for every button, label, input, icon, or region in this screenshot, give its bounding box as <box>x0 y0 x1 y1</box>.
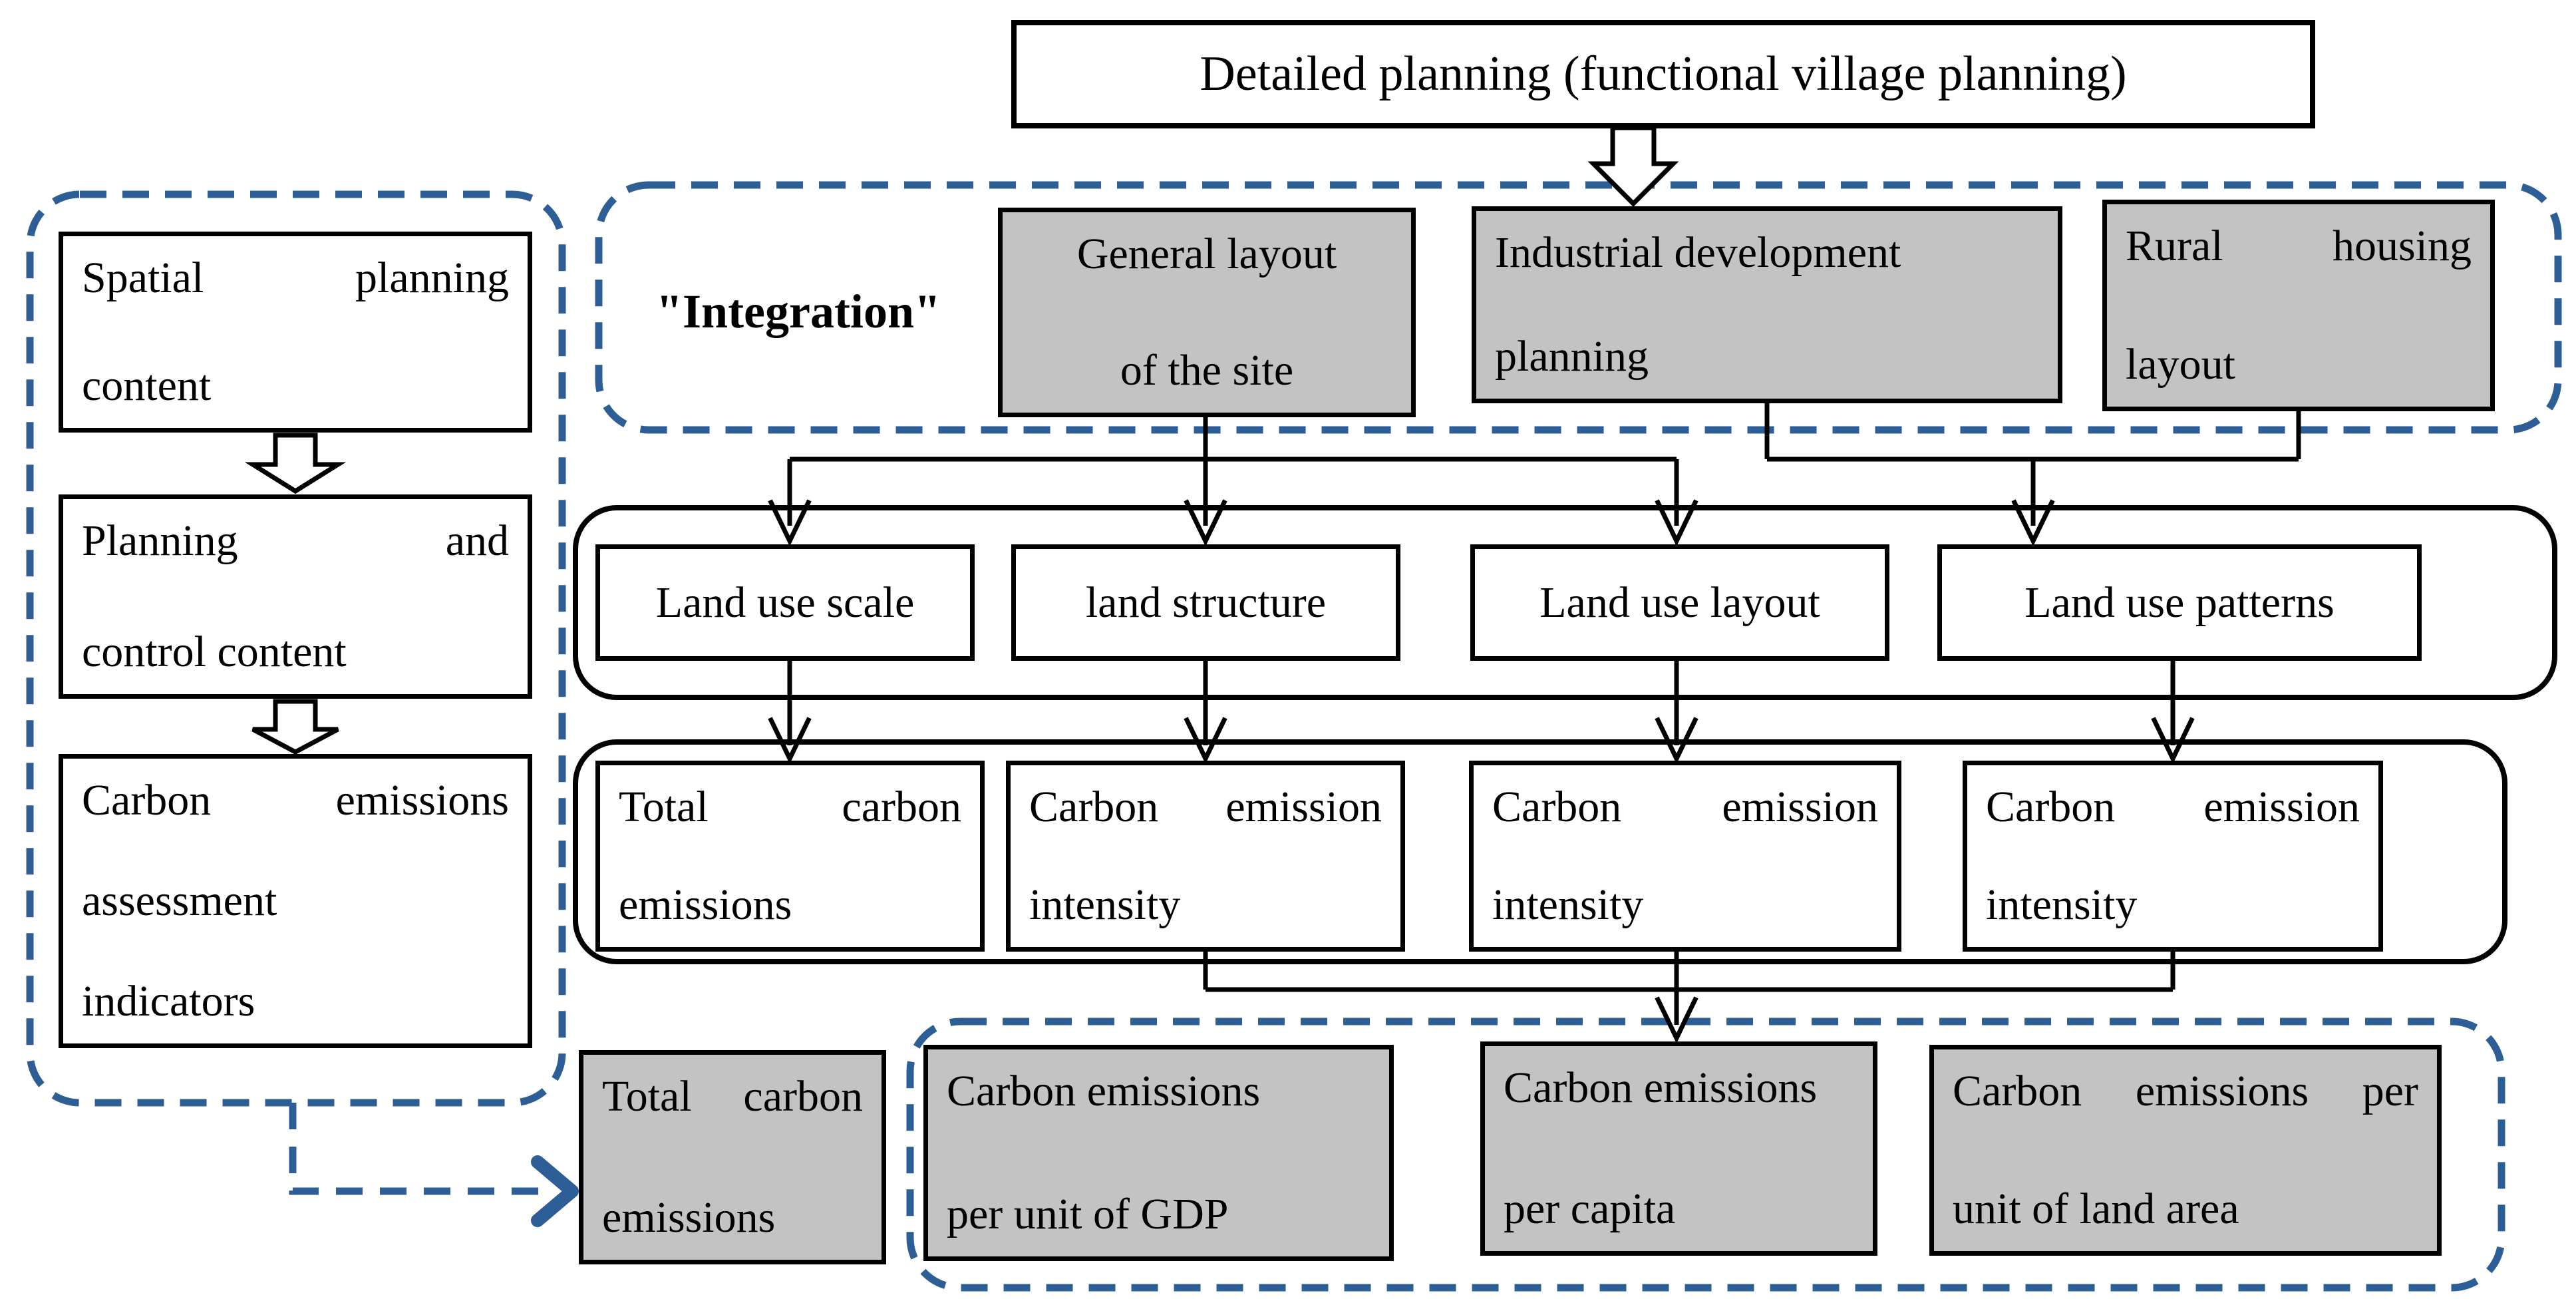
box-line: Carbon emission <box>1492 783 1878 831</box>
box-line: Rural housing <box>2126 222 2472 270</box>
arrowhead-intensity2 <box>1655 717 1698 765</box>
arrowhead-per-capita <box>1655 996 1698 1044</box>
box-line: intensity <box>1492 880 1644 930</box>
arrowhead-land-structure <box>1184 499 1227 547</box>
box-line: Land use patterns <box>2024 578 2334 627</box>
industrial-development-box: Industrial development planning <box>1472 206 2062 403</box>
box-line: Industrial development <box>1495 228 1901 277</box>
land-use-patterns-box: Land use patterns <box>1937 544 2422 661</box>
left-group-border <box>26 190 566 1107</box>
land-use-group-border <box>573 505 2557 700</box>
rural-housing-box: Rural housing layout <box>2102 200 2495 411</box>
total-carbon-emissions-gray-box: Total carbon emissions <box>579 1050 886 1264</box>
integration-label-text: "Integration" <box>656 284 941 338</box>
total-carbon-emissions-box: Total carbon emissions <box>595 761 985 952</box>
box-line: layout <box>2126 340 2235 389</box>
general-layout-box: General layout of the site <box>998 208 1416 417</box>
box-line: Land use scale <box>655 578 915 627</box>
carbon-emission-intensity-box-1: Carbon emission intensity <box>1006 761 1405 952</box>
box-line: land structure <box>1085 578 1327 627</box>
box-line: Carbon emission <box>1986 783 2360 831</box>
box-line: emissions <box>619 880 792 930</box>
assessment-indicators-group-border <box>906 1018 2505 1292</box>
box-line: content <box>82 361 212 411</box>
box-line: unit of land area <box>1953 1185 2239 1234</box>
carbon-assessment-indicators-box: Carbon emissions assessment indicators <box>59 754 532 1048</box>
box-line: Carbon emissions <box>1504 1063 1818 1112</box>
box-line: per unit of GDP <box>947 1190 1229 1239</box>
box-line: Carbon emissions <box>947 1067 1261 1115</box>
arrowhead-total-emissions <box>768 717 812 765</box>
block-arrow-planning-to-assessment-icon <box>251 699 339 755</box>
title-box: Detailed planning (functional village pl… <box>1011 20 2315 128</box>
box-line: per capita <box>1504 1185 1676 1234</box>
box-line: Land use layout <box>1539 578 1820 627</box>
box-line: Spatial planning <box>82 254 509 302</box>
land-use-scale-box: Land use scale <box>595 544 975 661</box>
box-line: Total carbon <box>602 1072 863 1121</box>
carbon-emission-intensity-box-2: Carbon emission intensity <box>1469 761 1901 952</box>
planning-control-content-box: Planning and control content <box>59 494 532 699</box>
box-line: intensity <box>1029 880 1181 930</box>
emissions-per-gdp-box: Carbon emissions per unit of GDP <box>923 1045 1394 1261</box>
land-structure-box: land structure <box>1011 544 1400 661</box>
box-line: assessment <box>82 876 277 926</box>
title-text: Detailed planning (functional village pl… <box>1200 47 2127 102</box>
box-line: Carbon emission <box>1029 783 1382 831</box>
dashed-arrowhead-icon <box>531 1155 579 1227</box>
box-line: General layout <box>1076 230 1337 278</box>
arrowhead-land-use-scale <box>768 499 812 547</box>
box-line: emissions <box>602 1193 776 1242</box>
emission-group-border <box>573 739 2507 964</box>
arrowhead-land-use-patterns <box>2011 499 2055 547</box>
land-use-layout-box: Land use layout <box>1470 544 1889 661</box>
box-line: indicators <box>82 977 255 1026</box>
block-arrow-spatial-to-planning-icon <box>244 433 347 494</box>
arrowhead-intensity1 <box>1184 717 1227 765</box>
integration-group-border <box>595 181 2562 434</box>
box-line: Carbon emissions <box>82 776 509 825</box>
box-line: Planning and <box>82 516 509 565</box>
box-line: Total carbon <box>619 783 961 831</box>
dashed-arrow-left-to-total <box>289 1103 544 1195</box>
carbon-emission-intensity-box-3: Carbon emission intensity <box>1963 761 2383 952</box>
block-arrow-title-down-icon <box>1587 125 1679 207</box>
box-line: of the site <box>1120 346 1294 395</box>
integration-label: "Integration" <box>612 278 985 345</box>
emissions-per-capita-box: Carbon emissions per capita <box>1480 1041 1877 1256</box>
spatial-planning-content-box: Spatial planning content <box>59 232 532 433</box>
arrowhead-land-use-layout <box>1655 499 1698 547</box>
box-line: Carbon emissions per <box>1953 1067 2418 1115</box>
box-line: intensity <box>1986 880 2138 930</box>
box-line: control content <box>82 628 347 677</box>
box-line: planning <box>1495 332 1649 381</box>
arrowhead-intensity3 <box>2151 717 2195 765</box>
emissions-per-land-area-box: Carbon emissions per unit of land area <box>1929 1045 2442 1256</box>
